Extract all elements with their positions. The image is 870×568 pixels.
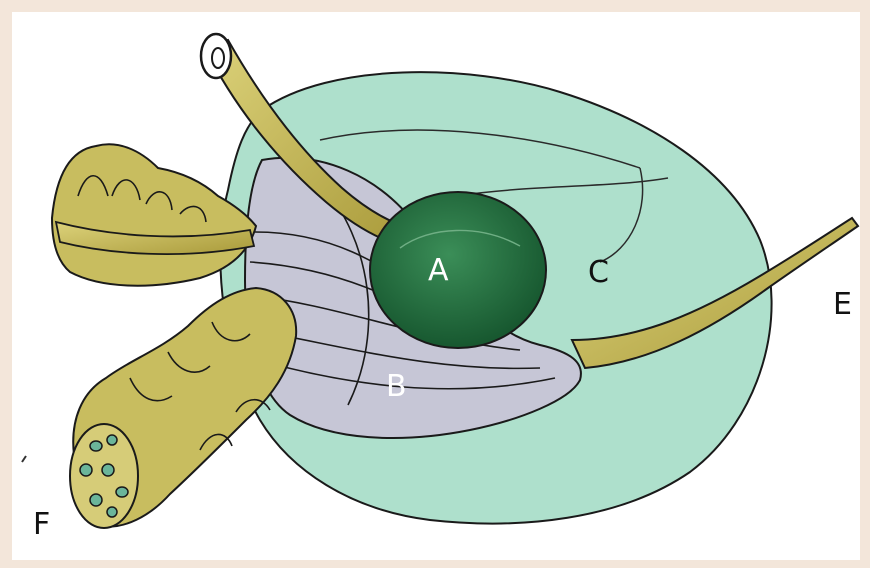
label-f: F — [33, 510, 50, 540]
coil-lumen — [90, 494, 102, 506]
small-mark — [22, 456, 26, 462]
nodule-a — [370, 192, 546, 348]
coil-end-face — [70, 424, 138, 528]
coil-lumen — [80, 464, 92, 476]
label-a: A — [428, 256, 449, 286]
label-e: E — [833, 290, 852, 320]
label-c: C — [588, 258, 609, 288]
upper-lobulated-gland — [52, 144, 256, 285]
label-b: B — [386, 372, 407, 402]
coil-lumen — [107, 507, 117, 517]
coil-lumen — [107, 435, 117, 445]
coil-lumen — [102, 464, 114, 476]
tube-opening — [201, 34, 231, 78]
coil-lumen — [116, 487, 128, 497]
coil-lumen — [90, 441, 102, 451]
